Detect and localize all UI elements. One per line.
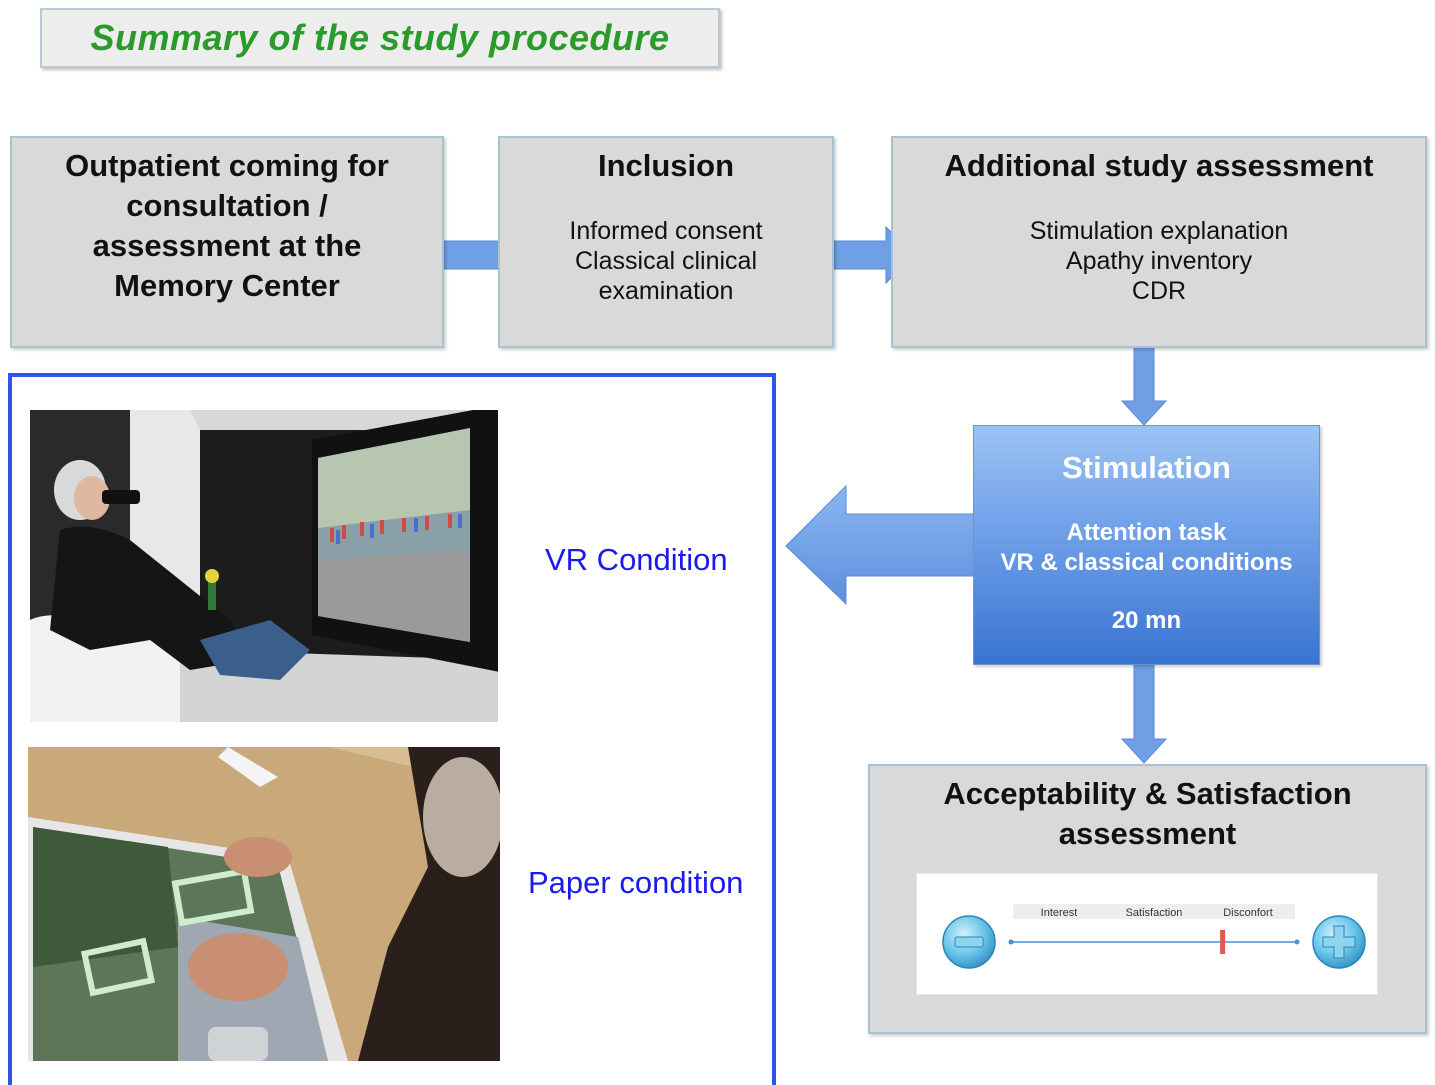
scale-track-end xyxy=(1008,939,1014,945)
outpatient-heading-line: assessment at the xyxy=(92,228,362,263)
additional-item: CDR xyxy=(1131,277,1187,305)
acceptability-heading-line: Acceptability & Satisfaction xyxy=(943,776,1352,811)
scale-label: Satisfaction xyxy=(1126,907,1183,919)
vr-condition-label: VR Condition xyxy=(545,542,728,577)
arrow-down-2 xyxy=(1120,665,1168,764)
inclusion-item: Informed consent xyxy=(569,217,763,245)
rating-scale: Interest Satisfaction Disconfort xyxy=(916,873,1378,995)
plus-icon xyxy=(1312,915,1366,969)
stimulation-item: VR & classical conditions xyxy=(1000,549,1293,576)
inclusion-item: Classical clinical xyxy=(575,247,757,275)
title-box: Summary of the study procedure xyxy=(40,8,720,68)
stimulation-item: Attention task xyxy=(1066,519,1227,546)
paper-condition-photo xyxy=(28,747,500,1061)
paper-condition-label: Paper condition xyxy=(528,865,744,900)
acceptability-heading-line: assessment xyxy=(1058,816,1237,851)
outpatient-heading-line: consultation / xyxy=(126,188,328,223)
additional-item: Apathy inventory xyxy=(1065,247,1253,275)
arrow-left-big xyxy=(785,484,975,606)
additional-item: Stimulation explanation xyxy=(1029,217,1289,245)
stimulation-duration: 20 mn xyxy=(1111,607,1182,634)
scale-label: Interest xyxy=(1041,907,1078,919)
outpatient-heading-line: Memory Center xyxy=(114,268,340,303)
stimulation-box: Stimulation Attention task VR & classica… xyxy=(973,425,1320,665)
outpatient-heading-line: Outpatient coming for xyxy=(65,148,389,183)
outpatient-box: Outpatient coming for consultation / ass… xyxy=(10,136,444,348)
scale-track-end xyxy=(1294,939,1300,945)
scale-marker xyxy=(1220,930,1226,954)
inclusion-heading: Inclusion xyxy=(597,148,735,183)
additional-heading: Additional study assessment xyxy=(944,148,1374,183)
scale-label: Disconfort xyxy=(1223,907,1273,919)
scale-label-strip xyxy=(1013,904,1295,919)
vr-condition-photo xyxy=(30,410,498,722)
additional-assessment-box: Additional study assessment Stimulation … xyxy=(891,136,1427,348)
diagram-title: Summary of the study procedure xyxy=(90,17,670,58)
minus-icon xyxy=(942,915,996,969)
arrow-down-1 xyxy=(1120,347,1168,426)
inclusion-box: Inclusion Informed consent Classical cli… xyxy=(498,136,834,348)
rating-scale-graphic: Interest Satisfaction Disconfort xyxy=(942,904,1366,969)
inclusion-item: examination xyxy=(598,277,734,305)
stimulation-heading: Stimulation xyxy=(1062,450,1231,485)
